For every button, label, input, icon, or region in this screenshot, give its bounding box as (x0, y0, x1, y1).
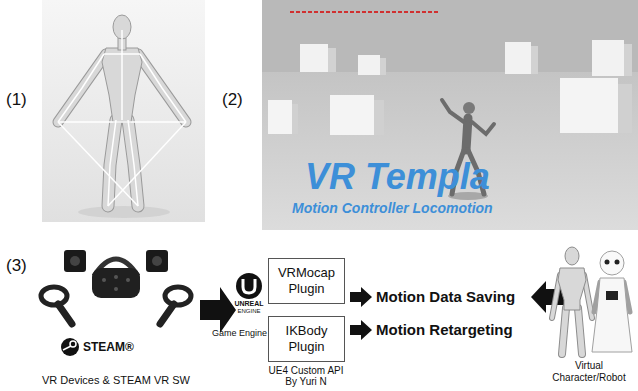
floor (262, 72, 638, 230)
floor-subtitle: Motion Controller Locomotion (292, 200, 493, 217)
illustration-shape (374, 100, 384, 135)
illustration-shape (146, 250, 168, 272)
illustration-shape (108, 120, 116, 206)
illustration-shape (70, 256, 80, 266)
illustration-shape (128, 120, 138, 206)
illustration-shape (472, 122, 494, 134)
virtual-character (552, 247, 592, 354)
floor-title: VR Templa (305, 155, 490, 198)
illustration-shape (41, 287, 67, 305)
illustration-shape (58, 304, 72, 324)
illustration-shape (592, 278, 632, 352)
illustration-shape (108, 120, 116, 206)
illustration-shape (268, 100, 292, 134)
illustration-shape (300, 44, 328, 72)
illustration-shape (578, 308, 582, 354)
box-text: VRMocap Plugin (273, 265, 340, 297)
illustration-shape (64, 250, 86, 272)
illustration-shape (243, 279, 255, 293)
illustration-shape (562, 308, 566, 354)
vr-devices (41, 250, 191, 356)
illustration-shape (292, 104, 298, 134)
illustration-shape (108, 120, 116, 206)
illustration-shape (138, 54, 186, 122)
steam-logo (61, 338, 79, 356)
illustration-shape (531, 46, 538, 74)
flow-arrow (350, 287, 372, 307)
plugin-box: VRMocap Plugin (268, 258, 345, 304)
illustration-shape (615, 260, 620, 265)
illustration-shape (618, 84, 632, 133)
illustration-shape (380, 58, 386, 75)
illustration-shape (140, 54, 186, 122)
illustration-shape (128, 120, 138, 206)
illustration-shape (505, 42, 531, 74)
brand-name: STEAM® (83, 340, 134, 354)
illustration-shape (160, 304, 174, 324)
vr-scene-panel (262, 0, 638, 230)
logo-text: ENGINE (229, 308, 269, 315)
status-text-mark (290, 11, 440, 13)
caption-text: Game Engine (212, 328, 266, 339)
flow-arrow (200, 287, 236, 333)
illustration-shape (92, 268, 140, 298)
illustration-shape (606, 291, 618, 300)
plugin-box: IKBody Plugin (268, 316, 345, 362)
illustration-shape (58, 54, 106, 122)
illustration-shape (442, 100, 464, 122)
illustration-shape (114, 275, 118, 279)
panel-number: (1) (6, 90, 27, 110)
illustration-shape (358, 55, 380, 75)
illustration-shape (562, 308, 566, 354)
logo-text: UNREAL (229, 300, 269, 308)
panel-number: (3) (6, 256, 27, 276)
shadow (78, 206, 170, 218)
illustration-shape (165, 287, 191, 305)
illustration-shape (560, 78, 618, 133)
illustration-shape (592, 40, 624, 76)
panel-ground (42, 0, 205, 222)
illustration-shape (58, 54, 106, 122)
illustration-shape (600, 251, 624, 275)
illustration-shape (58, 54, 104, 122)
robot (592, 251, 632, 352)
output-label: Motion Retargeting (376, 321, 513, 339)
illustration-shape (330, 95, 374, 135)
illustration-shape (624, 44, 632, 76)
illustration-shape (108, 122, 186, 206)
unreal-logo (236, 273, 262, 299)
panel-number: (2) (222, 90, 243, 110)
illustration-shape (138, 54, 186, 122)
caption-text: VR Devices & STEAM VR SW (30, 374, 202, 387)
caption-text: UE4 Custom API By Yuri N (266, 365, 346, 387)
box-text: IKBody Plugin (273, 323, 340, 355)
sky (262, 0, 638, 230)
cubes (268, 40, 632, 135)
illustration-shape (558, 268, 586, 310)
illustration-shape (58, 121, 186, 123)
mannequin-panel (42, 0, 205, 222)
output-label: Motion Data Saving (376, 288, 515, 306)
illustration-shape (126, 278, 130, 282)
illustration-shape (328, 48, 336, 72)
illustration-shape (578, 308, 582, 354)
illustration-shape (102, 278, 106, 282)
illustration-shape (152, 256, 162, 266)
illustration-shape (236, 273, 262, 299)
illustration-shape (605, 260, 610, 265)
illustration-shape (128, 120, 138, 206)
caption-text: Virtual Character/Robot (545, 360, 633, 384)
illustration-shape (63, 346, 71, 350)
skeleton-lines (58, 30, 186, 206)
illustration-shape (114, 287, 118, 291)
illustration-shape (121, 30, 123, 120)
illustration-shape (463, 102, 475, 114)
illustration-shape (466, 118, 468, 150)
flow-arrow (350, 320, 372, 340)
illustration-shape (565, 247, 579, 265)
illustration-shape (104, 53, 140, 55)
illustration-shape (58, 122, 138, 206)
